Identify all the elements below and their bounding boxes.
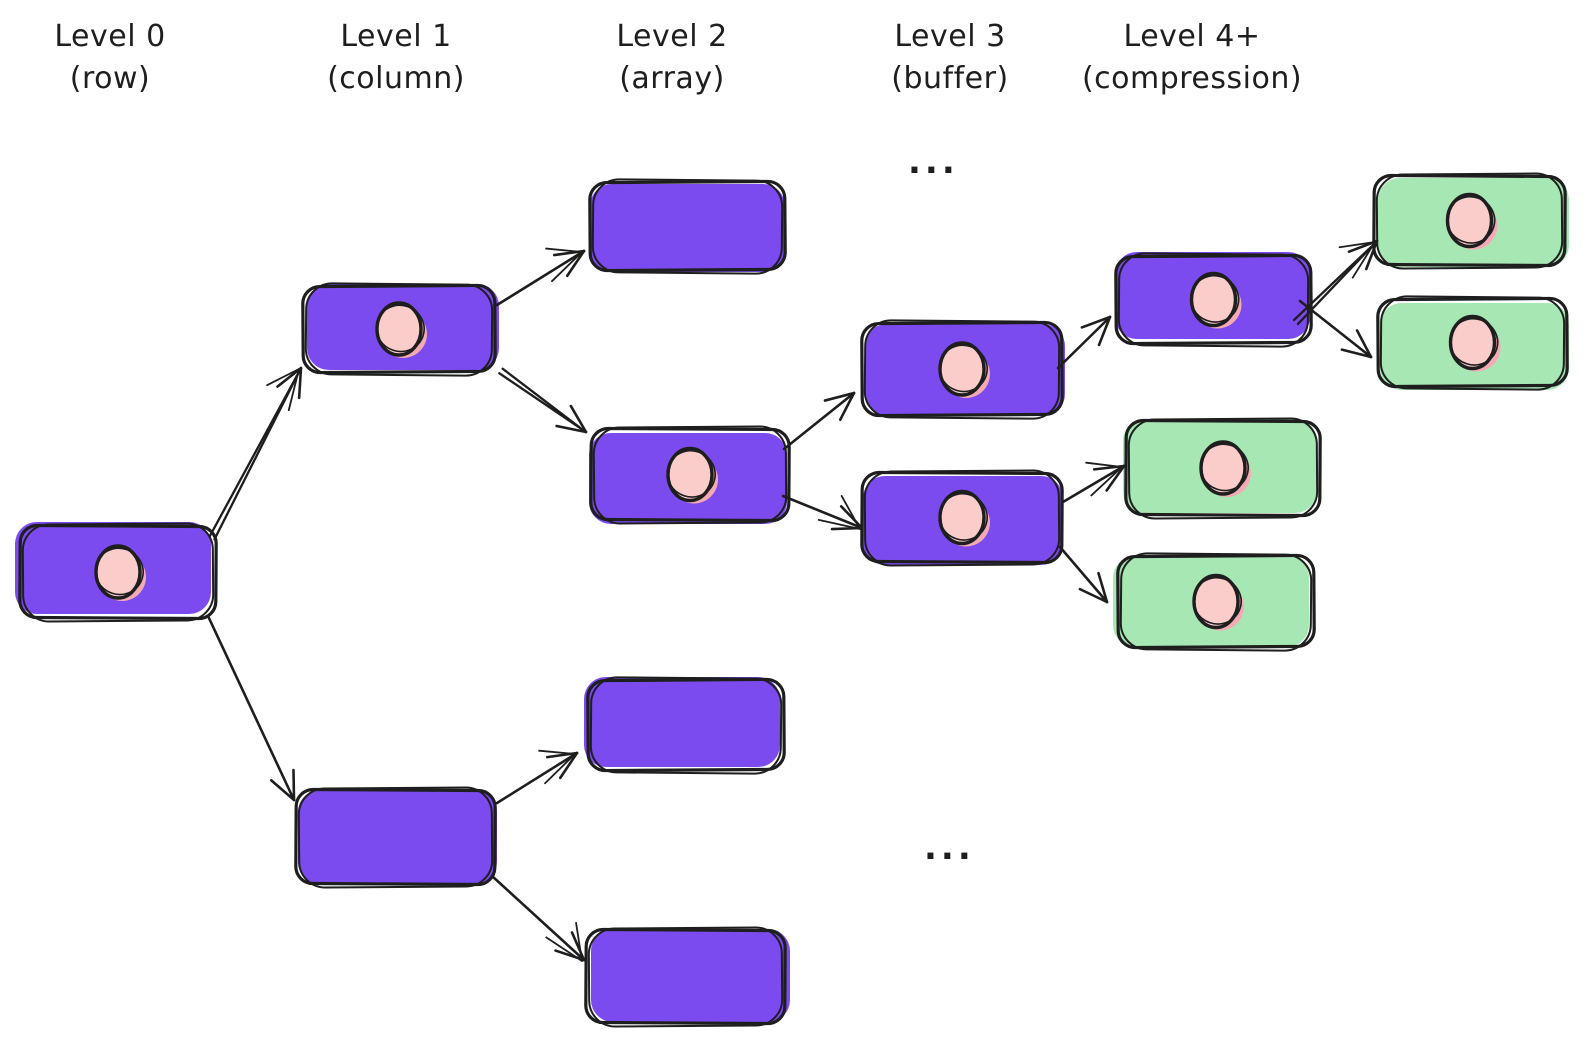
node-l2-array-4	[584, 926, 790, 1028]
level-4-header: Level 4+ (compression)	[1032, 16, 1352, 100]
arrow-l1-col-bottom--l2-array-3	[495, 749, 579, 805]
level-1-title: Level 1	[340, 19, 452, 54]
node-l3-buffer-1	[860, 319, 1065, 420]
chunk-dot	[1199, 440, 1251, 497]
node-l2-array-1	[588, 178, 787, 275]
chunk-dot	[666, 446, 718, 504]
ellipsis-bottom: ...	[924, 828, 975, 868]
node-l4-comp-green-2	[1113, 552, 1316, 652]
node-l4-comp-green-1	[1123, 417, 1322, 520]
level-3-title: Level 3	[894, 19, 1006, 54]
chunk-dot	[94, 544, 146, 601]
level-4-subtitle: (compression)	[1081, 61, 1303, 96]
level-2-title: Level 2	[616, 19, 728, 54]
chunk-dot	[1189, 271, 1242, 329]
level-0-subtitle: (row)	[69, 61, 151, 96]
node-l2-array-2	[589, 425, 791, 525]
arrow-l3-buffer-2--l4-comp-green-2	[1058, 545, 1109, 604]
arrow-l4-comp-purple--l5-green-2	[1298, 299, 1373, 359]
node-l5-green-1	[1372, 172, 1569, 270]
level-3-subtitle: (buffer)	[891, 61, 1009, 96]
chunk-dot	[1448, 314, 1501, 372]
chunk-dot	[1192, 573, 1244, 631]
arrow-l1-col-top--l2-array-1	[495, 247, 586, 307]
level-3-header: Level 3 (buffer)	[790, 16, 1110, 100]
chunk-dot	[938, 489, 990, 547]
ellipsis-top: ...	[908, 142, 959, 182]
arrow-l1-col-top--l2-array-2	[498, 367, 588, 434]
arrow-l1-col-bottom--l2-array-4	[490, 874, 586, 962]
node-l5-green-2	[1376, 295, 1569, 391]
node-l2-array-3	[584, 676, 786, 775]
level-0-title: Level 0	[54, 19, 166, 54]
arrow-l0-row--l1-col-top	[208, 366, 303, 541]
level-1-header: Level 1 (column)	[236, 16, 556, 100]
node-l1-col-bottom	[294, 786, 497, 889]
node-l4-comp-purple	[1114, 252, 1313, 348]
chunk-dot	[375, 301, 427, 358]
arrow-l2-array-2--l3-buffer-1	[782, 391, 856, 451]
chunk-dot	[1445, 192, 1498, 250]
level-2-subtitle: (array)	[619, 61, 725, 96]
chunk-dot	[938, 341, 990, 398]
level-2-header: Level 2 (array)	[512, 16, 832, 100]
level-1-subtitle: (column)	[327, 61, 465, 96]
node-l0-row	[15, 522, 218, 623]
level-4-title: Level 4+	[1123, 19, 1261, 54]
level-0-header: Level 0 (row)	[0, 16, 270, 100]
arrow-l3-buffer-1--l4-comp-purple	[1056, 315, 1112, 370]
arrow-l0-row--l1-col-bottom	[206, 614, 296, 802]
node-l1-col-top	[301, 282, 499, 377]
node-l3-buffer-2	[860, 469, 1064, 567]
arrow-l3-buffer-2--l4-comp-green-1	[1061, 461, 1126, 504]
arrow-l2-array-2--l3-buffer-2	[781, 494, 864, 531]
